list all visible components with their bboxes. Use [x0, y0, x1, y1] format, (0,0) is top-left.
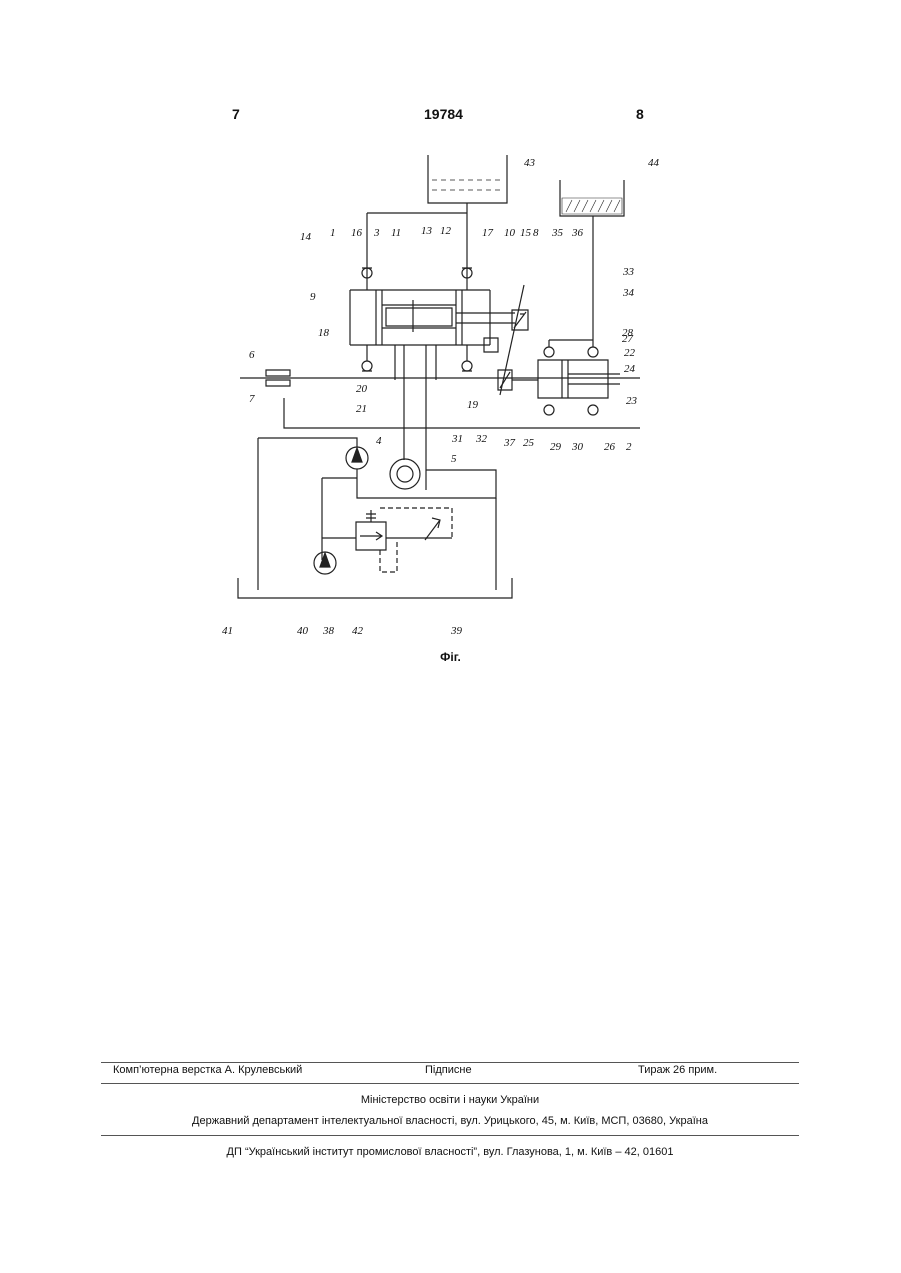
figure-label-44: 44 — [648, 157, 660, 169]
figure-label-9: 9 — [310, 291, 316, 303]
figure-label-19: 19 — [467, 399, 479, 411]
figure-label-40: 40 — [297, 625, 309, 637]
figure-label-34: 34 — [622, 287, 635, 299]
figure-label-43: 43 — [524, 157, 536, 169]
figure-labels: 4344141163111312171015835363334927282224… — [222, 157, 660, 637]
figure-label-23: 23 — [626, 395, 638, 407]
figure-label-22: 22 — [624, 347, 636, 359]
figure-label-33: 33 — [622, 266, 635, 278]
figure-label-35: 35 — [551, 227, 564, 239]
figure-label-26: 26 — [604, 441, 616, 453]
figure-label-42: 42 — [352, 625, 364, 637]
figure-label-6: 6 — [249, 349, 255, 361]
footer-circulation: Тираж 26 прим. — [638, 1064, 717, 1076]
footer-rule-bottom — [101, 1135, 799, 1136]
figure-label-3: 3 — [373, 227, 380, 239]
figure-label-11: 11 — [391, 227, 401, 239]
figure-label-12: 12 — [440, 225, 452, 237]
figure-label-28: 28 — [622, 327, 634, 339]
figure-caption: Фіг. — [0, 650, 901, 664]
figure-label-13: 13 — [421, 225, 433, 237]
figure-label-2: 2 — [626, 441, 632, 453]
footer-rule-middle — [101, 1083, 799, 1084]
figure-label-38: 38 — [322, 625, 335, 637]
figure-label-10: 10 — [504, 227, 516, 239]
figure-label-17: 17 — [482, 227, 494, 239]
figure-label-14: 14 — [300, 231, 312, 243]
figure-label-30: 30 — [571, 441, 584, 453]
figure-label-7: 7 — [249, 393, 255, 405]
figure-label-39: 39 — [450, 625, 463, 637]
footer-department: Державний департамент інтелектуальної вл… — [101, 1115, 799, 1127]
footer-signed: Підписне — [425, 1064, 472, 1076]
figure-label-4: 4 — [376, 435, 382, 447]
figure-label-24: 24 — [624, 363, 636, 375]
figure-label-37: 37 — [503, 437, 516, 449]
footer-ministry: Міністерство освіти і науки України — [101, 1094, 799, 1106]
figure-label-20: 20 — [356, 383, 368, 395]
scheme-lines — [238, 155, 640, 598]
footer-institute: ДП “Український інститут промислової вла… — [101, 1146, 799, 1158]
figure-label-15: 15 — [520, 227, 532, 239]
hydraulic-scheme-figure: 4344141163111312171015835363334927282224… — [0, 0, 901, 700]
figure-label-25: 25 — [523, 437, 535, 449]
figure-label-36: 36 — [571, 227, 584, 239]
figure-label-32: 32 — [475, 433, 488, 445]
figure-label-21: 21 — [356, 403, 367, 415]
figure-label-41: 41 — [222, 625, 233, 637]
footer-typesetter: Комп’ютерна верстка А. Крулевський — [113, 1064, 302, 1076]
figure-label-16: 16 — [351, 227, 363, 239]
figure-label-5: 5 — [451, 453, 457, 465]
figure-label-29: 29 — [550, 441, 562, 453]
figure-label-8: 8 — [533, 227, 539, 239]
footer-rule-top — [101, 1062, 799, 1063]
figure-label-1: 1 — [330, 227, 336, 239]
figure-label-18: 18 — [318, 327, 330, 339]
figure-label-31: 31 — [451, 433, 463, 445]
